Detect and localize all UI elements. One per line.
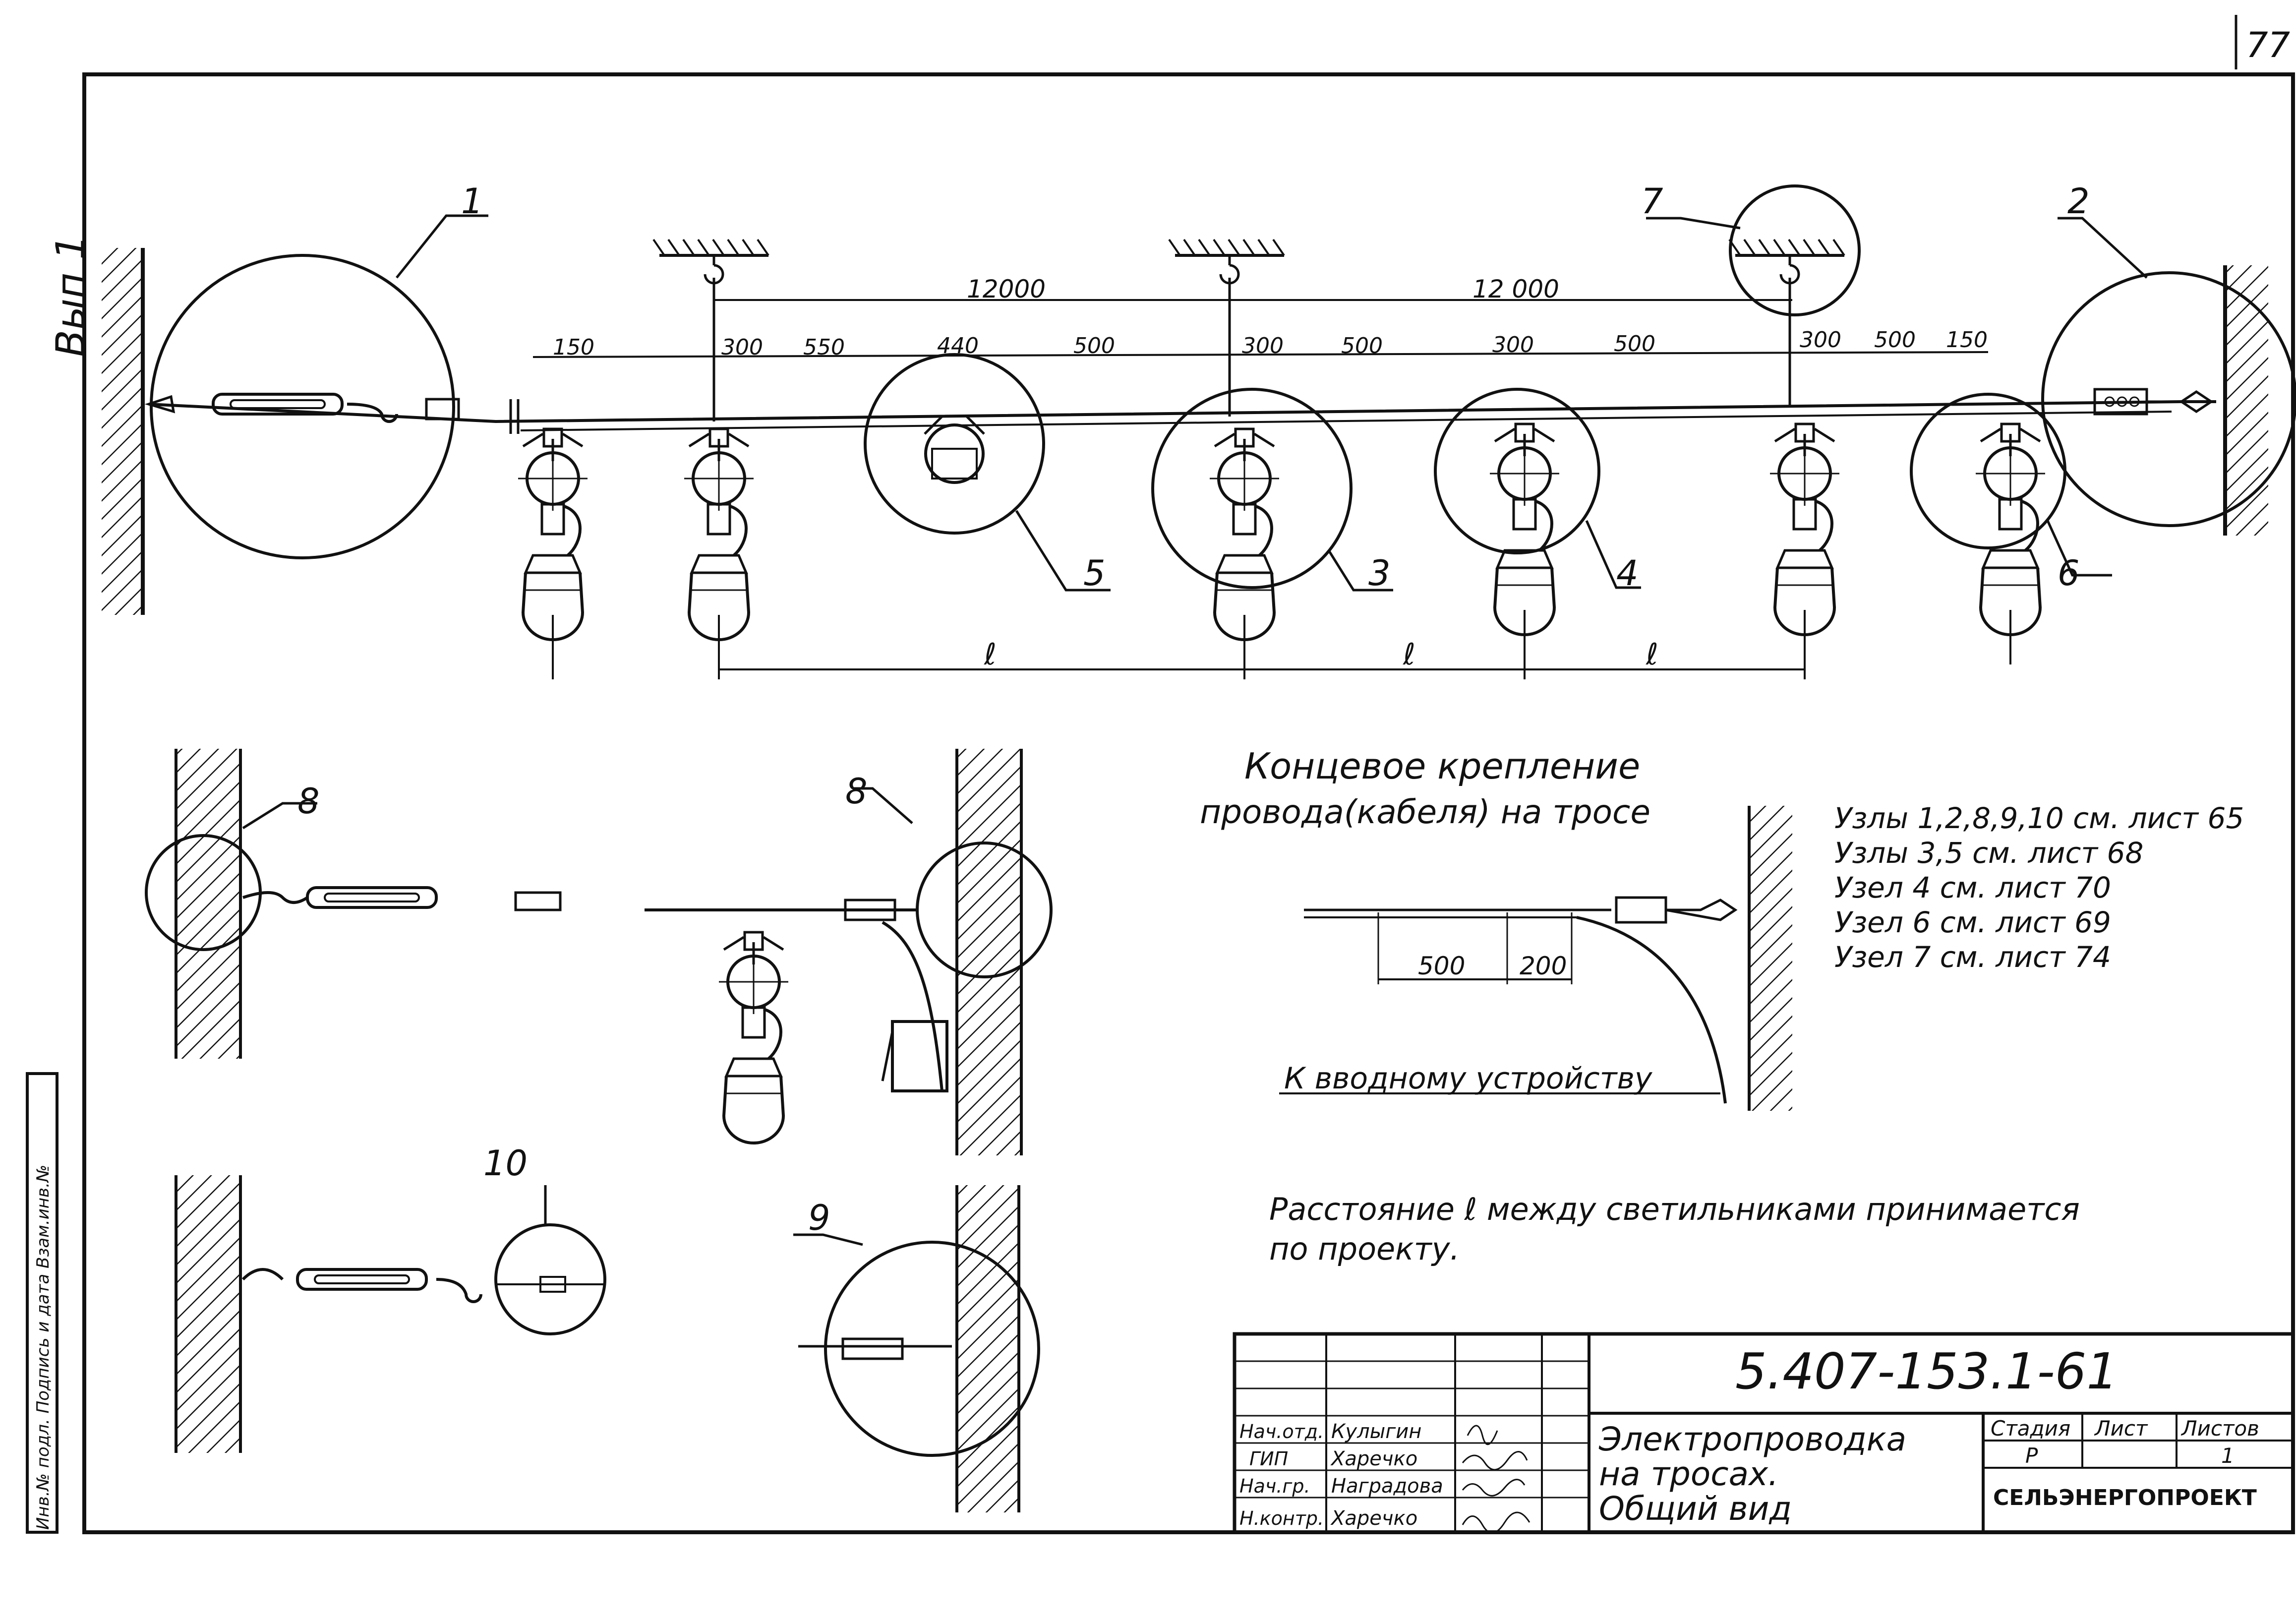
node-circle-4: [1434, 388, 1600, 554]
segment-dim: 300: [1800, 327, 1841, 353]
detail-10: [175, 1175, 606, 1453]
to-input-device: К вводному устройству: [1284, 1061, 1653, 1096]
segment-dim: 440: [937, 333, 979, 359]
signature: [1462, 1451, 1528, 1471]
side-strip: Инв.№ подл. Подпись и дата Взам.инв.№: [26, 1072, 59, 1534]
end-fix-detail: [1279, 806, 1792, 1111]
person-name: Харечко: [1330, 1447, 1417, 1470]
col-stage: Стадия: [1991, 1416, 2070, 1441]
role-label: Нач.гр.: [1239, 1475, 1310, 1497]
node-label-3: 3: [1368, 553, 1391, 594]
organization: СЕЛЬЭНЕРГОПРОЕКТ: [1993, 1485, 2257, 1510]
reference-line: Узел 4 см. лист 70: [1834, 871, 2111, 904]
signature: [1467, 1425, 1498, 1445]
stage-value: Р: [2025, 1443, 2038, 1468]
node-label-1: 1: [461, 181, 483, 222]
node-circle-1: [150, 254, 455, 559]
role-label: Нач.отд.: [1239, 1421, 1324, 1443]
left-wall: [102, 248, 141, 615]
end-fix-title-2: провода(кабеля) на тросе: [1200, 793, 1650, 831]
spacing-note-1: Расстояние ℓ между светильниками принима…: [1269, 1191, 2080, 1227]
segment-dim: 550: [803, 335, 845, 360]
person-name: Наградова: [1331, 1475, 1443, 1498]
spacing-label: ℓ: [1403, 637, 1415, 672]
segment-dim: 300: [1242, 333, 1284, 359]
node-circle-5: [864, 353, 1045, 535]
detail-8-right: [645, 749, 1053, 1155]
node-label-7: 7: [1641, 181, 1663, 222]
main-view: [102, 184, 2296, 679]
detail-label-9: 9: [808, 1198, 830, 1238]
segment-dim: 500: [1341, 333, 1383, 359]
reference-line: Узел 6 см. лист 69: [1834, 905, 2111, 939]
col-sheets: Листов: [2180, 1416, 2259, 1441]
svg-text:Инв.№ подл. Подпись и дата Вза: Инв.№ подл. Подпись и дата Взам.инв.№: [33, 1165, 53, 1530]
segment-dim: 300: [721, 335, 763, 360]
detail-9: [793, 1185, 1040, 1512]
reference-line: Узел 7 см. лист 74: [1834, 940, 2111, 974]
person-name: Кулыгин: [1331, 1420, 1421, 1443]
segment-dim: 150: [553, 335, 594, 360]
spacing-label: ℓ: [984, 637, 997, 672]
doc-code: 5.407-153.1-61: [1735, 1342, 2118, 1400]
drawing-frame: [82, 72, 2295, 1534]
issue-label: Вып 1: [48, 235, 94, 357]
end-fix-dim-1: 500: [1418, 952, 1465, 980]
person-name: Харечко: [1330, 1507, 1417, 1530]
node-circle-2: [2041, 271, 2296, 527]
segment-dim: 150: [1946, 327, 1988, 353]
detail-label-8b: 8: [845, 771, 868, 812]
role-label: Н.контр.: [1239, 1507, 1324, 1529]
node-label-6: 6: [2058, 553, 2080, 594]
node-label-2: 2: [2067, 181, 2090, 222]
detail-label-10: 10: [483, 1143, 528, 1184]
node-label-5: 5: [1083, 553, 1106, 594]
title-line-3: Общий вид: [1599, 1490, 1792, 1528]
sheet-value: 1: [2221, 1443, 2235, 1468]
role-label: ГИП: [1249, 1448, 1288, 1470]
span-dim-2: 12 000: [1472, 275, 1559, 303]
title-line-1: Электропроводка: [1598, 1420, 1906, 1458]
end-fix-title-1: Концевое крепление: [1244, 745, 1640, 787]
node-references: Узлы 1,2,8,9,10 см. лист 65 Узлы 3,5 см.…: [1834, 801, 2244, 974]
segment-dim: 500: [1073, 333, 1115, 359]
node-circle-7: [1729, 184, 1861, 316]
title-block: [1233, 1332, 2295, 1534]
node-circle-6: [1910, 393, 2066, 549]
node-label-4: 4: [1616, 553, 1639, 594]
end-fix-dim-2: 200: [1520, 952, 1567, 980]
detail-label-8: 8: [297, 781, 320, 822]
spacing-note-2: по проекту.: [1269, 1231, 1460, 1267]
segment-dim: 500: [1874, 327, 1916, 353]
reference-line: Узлы 3,5 см. лист 68: [1834, 836, 2143, 870]
node-circle-3: [1151, 388, 1353, 589]
span-dim-1: 12000: [967, 275, 1046, 303]
page-number: 77: [2246, 25, 2290, 65]
spacing-label: ℓ: [1646, 637, 1658, 672]
reference-line: Узлы 1,2,8,9,10 см. лист 65: [1834, 801, 2244, 835]
segment-dim: 500: [1614, 331, 1655, 357]
segment-dim: 300: [1492, 332, 1534, 358]
signature: [1462, 1479, 1526, 1497]
detail-8-left: [145, 749, 562, 1059]
col-sheet: Лист: [2094, 1416, 2148, 1441]
signature: [1462, 1511, 1531, 1534]
right-wall: [2226, 265, 2268, 536]
title-line-2: на тросах.: [1599, 1455, 1778, 1493]
